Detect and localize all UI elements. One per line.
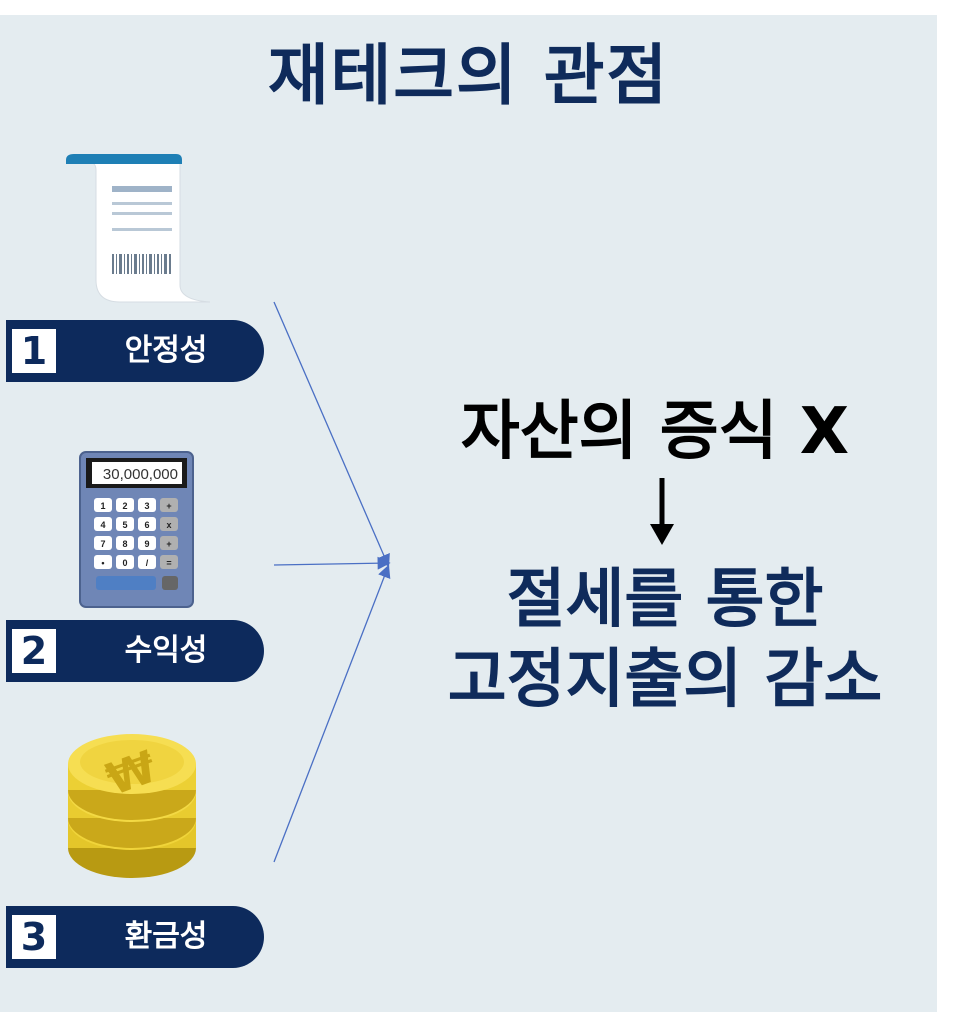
calculator-key <box>116 536 134 550</box>
calculator-key-label: = <box>166 558 171 568</box>
item-3-label: 환금성 <box>124 919 208 954</box>
down-arrow-icon <box>650 478 674 545</box>
calculator-key-label: 7 <box>100 539 105 549</box>
item-1-pill: 1 안정성 <box>6 320 264 382</box>
arrow-3 <box>273 564 391 863</box>
item-1-label: 안정성 <box>124 333 208 368</box>
calculator-key <box>116 517 134 531</box>
calculator-key <box>160 555 178 569</box>
arrow-1 <box>273 301 390 568</box>
calculator-key-label: 1 <box>100 501 105 511</box>
calculator-key <box>94 536 112 550</box>
item-3-number: 3 <box>12 915 56 959</box>
calculator-key-label: 3 <box>144 501 149 511</box>
item-2-pill: 2 수익성 <box>6 620 264 682</box>
calculator-key-label: 6 <box>144 520 149 530</box>
calculator-key-label: + <box>166 501 171 511</box>
calculator-key <box>138 555 156 569</box>
calculator-icon: 1 2 3 +4 5 6 x 7 8 9 + • 0 / = <box>79 451 194 608</box>
calculator-key <box>94 517 112 531</box>
coins-icon <box>68 734 196 878</box>
calculator-display: 30,000,000 <box>103 466 178 483</box>
arrow-2 <box>273 556 391 570</box>
receipt-icon <box>66 154 211 303</box>
calculator-key-label: 0 <box>122 558 127 568</box>
calculator-key-label: 2 <box>122 501 127 511</box>
calculator-key <box>94 498 112 512</box>
calculator-key <box>160 498 178 512</box>
calculator-key-label: / <box>146 558 149 568</box>
result-bottom-line-1: 절세를 통한 <box>506 563 824 637</box>
item-3-pill: 3 환금성 <box>6 906 264 968</box>
item-2-label: 수익성 <box>124 633 208 668</box>
calculator-key <box>160 536 178 550</box>
calculator-key <box>116 555 134 569</box>
calculator-key-label: 4 <box>100 520 105 530</box>
calculator-key <box>138 517 156 531</box>
calculator-key <box>138 498 156 512</box>
result-top-text: 자산의 증식 X <box>460 395 850 469</box>
calculator-key <box>116 498 134 512</box>
calculator-key <box>138 536 156 550</box>
calculator-key <box>160 517 178 531</box>
calculator-key-label: + <box>166 539 171 549</box>
result-bottom-line-2: 고정지출의 감소 <box>447 643 883 717</box>
result-bottom-text: 절세를 통한 고정지출의 감소 <box>400 560 930 720</box>
calculator-key-label: 8 <box>122 539 127 549</box>
calculator-key-label: x <box>166 520 171 530</box>
item-1-number: 1 <box>12 329 56 373</box>
calculator-key-label: 5 <box>122 520 127 530</box>
item-2-number: 2 <box>12 629 56 673</box>
calculator-key <box>94 555 112 569</box>
page-title: 재테크의 관점 <box>267 37 670 114</box>
calculator-key-label: 9 <box>144 539 149 549</box>
calculator-key-label: • <box>101 558 104 568</box>
